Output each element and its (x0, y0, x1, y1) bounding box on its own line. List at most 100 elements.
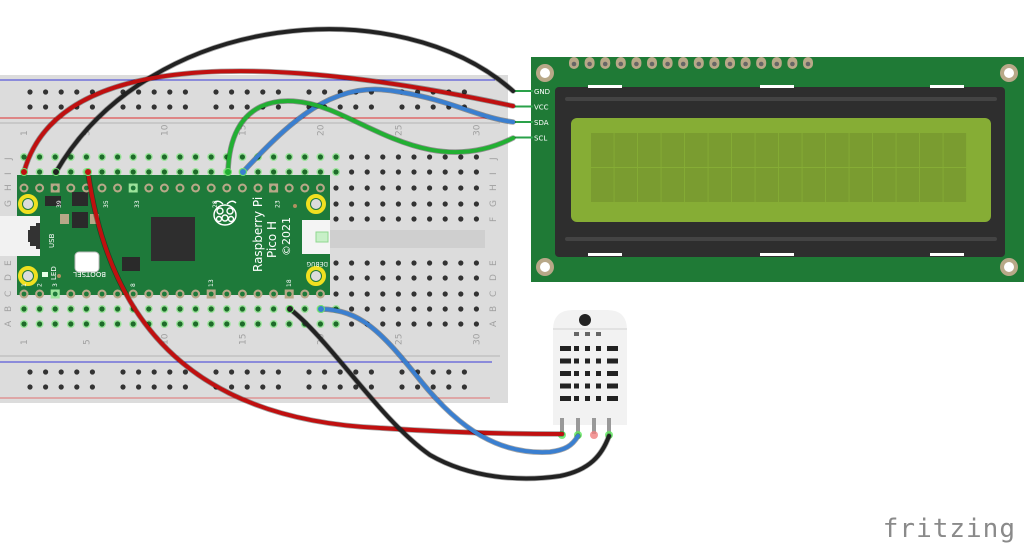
pico-pin-hole (318, 291, 323, 297)
rail-hole (244, 384, 250, 390)
rail-hole (43, 89, 49, 95)
vent-slot (560, 383, 571, 389)
breadboard-hole (380, 201, 386, 207)
breadboard-hole (333, 216, 339, 222)
sensor-pin-end (590, 431, 598, 439)
rail-hole (27, 89, 33, 95)
breadboard-hole (99, 154, 105, 160)
lcd-tab (588, 85, 622, 88)
lcd-character-cell (873, 133, 896, 167)
sensor-vcc-wire-end (84, 168, 92, 176)
rail-hole (461, 369, 467, 375)
mount-hole-inner (311, 271, 321, 281)
lcd-header-pin (587, 61, 592, 67)
breadboard-hole (473, 154, 479, 160)
vent-slot (560, 396, 571, 401)
lcd-gnd-wire-end (52, 168, 60, 176)
lcd-header-pin (758, 61, 764, 67)
lcd-pin-label-gnd: GND (534, 88, 550, 96)
rail-hole (89, 89, 95, 95)
rail-hole (89, 384, 95, 390)
rail-hole (399, 369, 405, 375)
rp2040-chip (151, 217, 195, 261)
mount-hole-bottom-left (18, 266, 38, 286)
breadboard-hole (427, 321, 433, 327)
row-label: I (489, 172, 499, 175)
breadboard-hole (333, 321, 339, 327)
breadboard-hole (411, 306, 417, 312)
sensor-pin (607, 418, 611, 434)
pico-pin-label: 3 (52, 283, 59, 287)
sensor-gnd-wire (288, 307, 611, 481)
lcd-gnd-wire (54, 27, 515, 174)
breadboard-hole (427, 216, 433, 222)
breadboard-hole (458, 216, 464, 222)
breadboard-hole (364, 260, 370, 266)
breadboard-hole (21, 154, 27, 160)
lcd-header-pin (727, 61, 733, 67)
vent-slot (607, 383, 618, 389)
mount-hole-inner (23, 199, 33, 209)
lcd-character-cell (779, 168, 802, 202)
breadboard-hole (115, 169, 121, 175)
pico-pin-hole (115, 185, 120, 191)
mount-hole-inner (311, 199, 321, 209)
pico-pin-hole (177, 185, 183, 191)
rail-hole (337, 384, 343, 390)
breadboard-hole (37, 154, 43, 160)
vent-slot (574, 346, 579, 351)
breadboard-hole (380, 321, 386, 327)
pico-pin-hole (255, 291, 261, 297)
pico-pin-label: 35 (103, 200, 110, 208)
row-label: J (4, 157, 14, 161)
breadboard-hole (130, 154, 136, 160)
breadboard-hole (239, 321, 245, 327)
breadboard-hole (442, 306, 448, 312)
capacitor (90, 214, 99, 224)
rail-hole (306, 89, 312, 95)
rail-hole (167, 384, 173, 390)
rail-hole (446, 384, 452, 390)
pico-pin-label: 8 (130, 283, 137, 287)
pico-pin-hole (115, 291, 120, 297)
lcd-tab (930, 253, 964, 256)
lcd-character-cell (591, 133, 614, 167)
capacitor (60, 214, 69, 224)
dht22-sensor (553, 310, 627, 439)
breadboard-hole (333, 185, 339, 191)
column-label: 20 (316, 124, 326, 136)
pico-pin-hole (271, 185, 276, 191)
rail-hole (461, 384, 467, 390)
breadboard-hole (458, 154, 464, 160)
breadboard-hole (349, 185, 355, 191)
bottom-rail-divider (0, 355, 500, 357)
row-label: A (489, 320, 499, 327)
bootsel-button[interactable] (74, 251, 100, 273)
rail-hole (151, 384, 157, 390)
pico-pin-hole (208, 291, 214, 297)
breadboard-hole (349, 306, 355, 312)
rail-hole (368, 104, 374, 110)
vent-slot (596, 396, 601, 401)
rail-hole (213, 89, 219, 95)
breadboard-hole (364, 216, 370, 222)
smd-component (72, 192, 88, 206)
pico-pin-headers (19, 183, 325, 299)
rail-hole (322, 384, 328, 390)
breadboard-hole (271, 321, 277, 327)
breadboard-hole (395, 306, 401, 312)
lcd-character-grid (591, 133, 967, 202)
row-label: H (4, 184, 14, 191)
breadboard-hole (380, 154, 386, 160)
breadboard-hole (411, 275, 417, 281)
breadboard-hole (161, 306, 167, 312)
led-label: LED (50, 266, 58, 280)
breadboard-hole (411, 321, 417, 327)
breadboard-hole (333, 275, 339, 281)
rail-hole (136, 384, 142, 390)
breadboard-hole (317, 321, 323, 327)
rail-hole (337, 104, 343, 110)
rail-hole (58, 369, 64, 375)
vent-slot (596, 383, 601, 389)
